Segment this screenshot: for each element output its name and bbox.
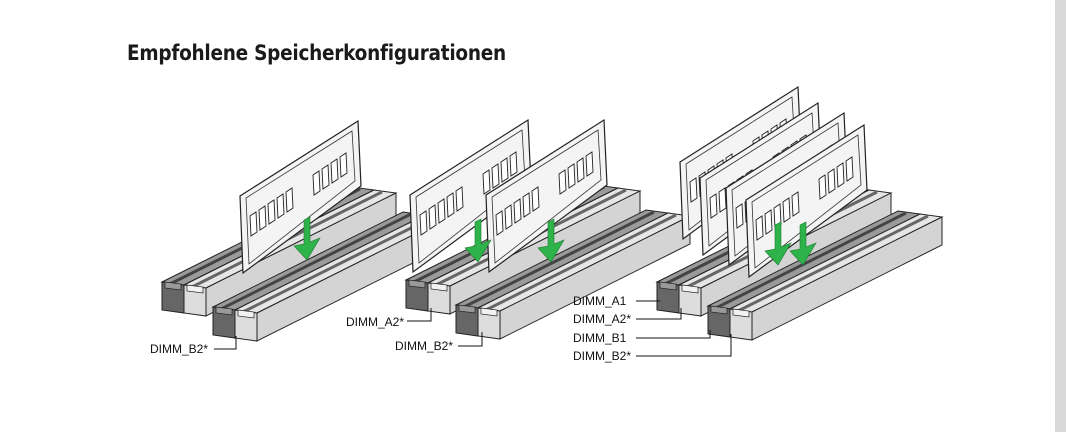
label-dimm-b2: DIMM_B2* — [150, 342, 209, 356]
config-3 — [657, 86, 942, 340]
label-dimm-a2: DIMM_A2* — [346, 315, 405, 329]
config-1-two-slot-pairs — [162, 120, 447, 341]
label-dimm-b2: DIMM_B2* — [573, 349, 632, 363]
config-2 — [406, 119, 690, 339]
scrollbar[interactable] — [1055, 0, 1066, 432]
page-title: Empfohlene Speicherkonfigurationen — [127, 41, 506, 65]
label-dimm-b1: DIMM_B1 — [573, 331, 627, 345]
label-dimm-a1: DIMM_A1 — [573, 294, 627, 308]
label-dimm-a2: DIMM_A2* — [573, 312, 632, 326]
label-dimm-b2: DIMM_B2* — [395, 339, 454, 353]
